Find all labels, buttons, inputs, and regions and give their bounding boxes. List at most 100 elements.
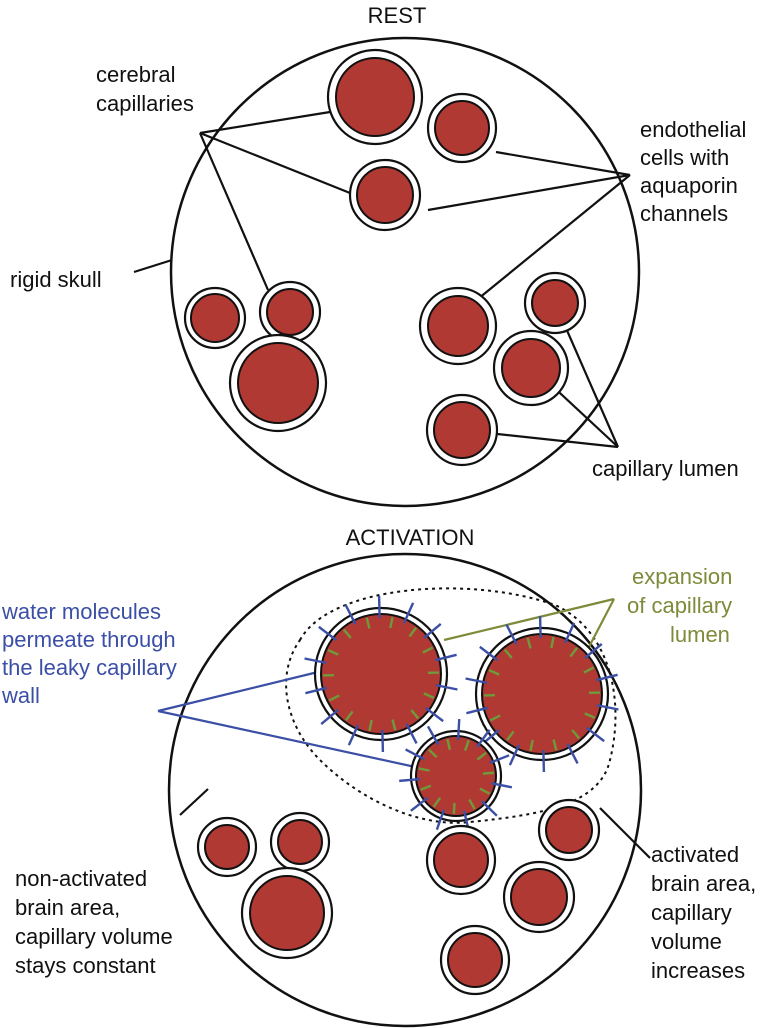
pointer-endothelial-2 bbox=[427, 173, 631, 212]
expansion-tick bbox=[327, 649, 339, 656]
water-tick bbox=[466, 706, 489, 715]
expanded-capillary bbox=[399, 719, 513, 832]
expansion-tick bbox=[446, 738, 452, 750]
pointer-capillaries-2 bbox=[199, 131, 356, 197]
expansion-tick bbox=[418, 767, 430, 772]
water-tick bbox=[585, 726, 605, 743]
expansion-tick bbox=[584, 712, 596, 719]
capillary-lumen bbox=[237, 342, 319, 424]
expansion-tick bbox=[552, 739, 558, 751]
pointer-water-1 bbox=[157, 669, 323, 713]
pointer-endothelial-1 bbox=[495, 150, 631, 177]
water-tick bbox=[399, 777, 421, 783]
water-tick bbox=[423, 622, 442, 639]
capillary bbox=[418, 286, 498, 366]
capillary bbox=[492, 329, 570, 407]
water-tick bbox=[320, 709, 339, 726]
expansion-tick bbox=[423, 692, 435, 699]
expansion-tick bbox=[422, 646, 434, 654]
expansion-tick bbox=[452, 802, 456, 815]
expansion-tick bbox=[344, 710, 354, 721]
expansion-tick bbox=[583, 666, 595, 674]
pointer-capillaries-1 bbox=[199, 110, 331, 135]
expansion-tick bbox=[365, 617, 371, 629]
label-rigid-skull: rigid skull bbox=[10, 267, 102, 292]
capillary-lumen bbox=[433, 401, 491, 459]
water-tick bbox=[435, 809, 446, 831]
water-tick bbox=[347, 724, 360, 746]
label-water-molecules: water molecules permeate through the lea… bbox=[1, 599, 183, 708]
capillary-lumen bbox=[190, 293, 240, 343]
expansion-tick bbox=[408, 627, 418, 638]
capillary bbox=[228, 333, 328, 433]
water-tick bbox=[491, 781, 513, 789]
capillary bbox=[183, 286, 247, 350]
water-tick bbox=[505, 624, 518, 645]
water-tick bbox=[465, 677, 488, 685]
pointer-endothelial-3 bbox=[472, 174, 631, 304]
expanded-capillary bbox=[465, 615, 619, 773]
water-tick bbox=[584, 642, 603, 659]
pointer-non-activated bbox=[179, 788, 209, 816]
capillary bbox=[537, 798, 601, 862]
capillary bbox=[426, 92, 498, 164]
water-tick bbox=[377, 595, 381, 619]
water-tick bbox=[424, 706, 444, 723]
expansion-tick bbox=[571, 729, 581, 740]
rest-title: REST bbox=[368, 3, 427, 28]
water-tick bbox=[405, 723, 418, 744]
water-tick bbox=[318, 625, 338, 642]
capillary-lumen bbox=[510, 868, 568, 926]
water-tick bbox=[596, 703, 619, 711]
capillary-lumen bbox=[356, 166, 414, 224]
water-tick bbox=[489, 754, 510, 765]
capillary bbox=[326, 48, 424, 146]
label-expansion: expansion of capillary lumen bbox=[627, 564, 738, 647]
activated-capillaries bbox=[304, 595, 619, 832]
water-tick bbox=[456, 719, 461, 741]
expansion-tick bbox=[368, 719, 373, 732]
water-tick bbox=[479, 645, 499, 662]
expansion-tick bbox=[328, 694, 340, 702]
capillary bbox=[240, 866, 334, 960]
capillary-lumen bbox=[427, 295, 489, 357]
capillary bbox=[502, 860, 576, 934]
water-tick bbox=[538, 615, 542, 639]
expansion-tick bbox=[550, 636, 555, 649]
expanded-lumen bbox=[320, 613, 442, 735]
label-activated: activated brain area, capillary volume i… bbox=[651, 842, 762, 983]
capillary-lumen bbox=[204, 824, 250, 870]
expansion-tick bbox=[503, 648, 513, 659]
rest-skull-circle bbox=[169, 36, 641, 508]
capillary-lumen bbox=[531, 279, 579, 327]
expansion-tick bbox=[482, 771, 494, 775]
water-tick bbox=[305, 686, 328, 695]
expansion-tick bbox=[479, 787, 491, 795]
water-tick bbox=[410, 797, 429, 812]
activation-title: ACTIVATION bbox=[346, 525, 475, 550]
activation-skull-circle bbox=[167, 552, 643, 1028]
water-tick bbox=[344, 604, 357, 625]
expansion-tick bbox=[427, 748, 438, 759]
capillary-lumen bbox=[249, 875, 325, 951]
water-tick bbox=[402, 602, 415, 624]
capillary-lumen bbox=[277, 819, 323, 865]
capillary-lumen bbox=[545, 806, 593, 854]
expansion-tick bbox=[505, 730, 515, 741]
capillary bbox=[425, 393, 499, 467]
label-capillary-lumen: capillary lumen bbox=[592, 456, 739, 481]
water-tick bbox=[542, 749, 546, 773]
capillary-lumen bbox=[434, 100, 490, 156]
expansion-tick bbox=[569, 647, 579, 658]
water-tick bbox=[566, 743, 579, 764]
pointer-water-2 bbox=[157, 709, 421, 770]
water-tick bbox=[563, 622, 576, 644]
pointer-activated bbox=[599, 807, 651, 859]
water-tick bbox=[480, 800, 498, 817]
activated-region-outline bbox=[285, 587, 617, 824]
capillary bbox=[439, 924, 511, 996]
water-tick bbox=[595, 673, 618, 682]
pointer-capillaries-3 bbox=[198, 132, 270, 291]
water-tick bbox=[426, 725, 440, 746]
